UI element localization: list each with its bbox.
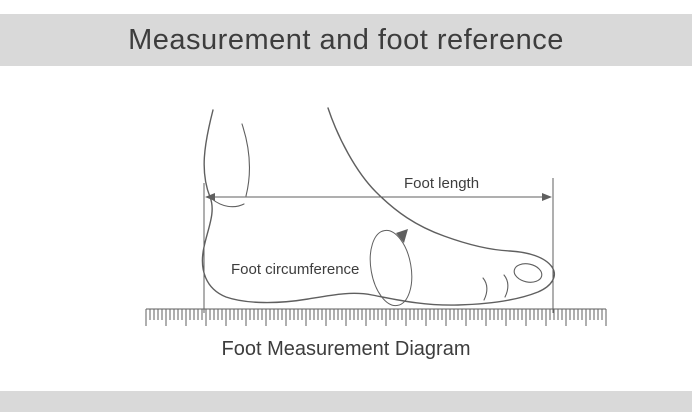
diagram-caption: Foot Measurement Diagram <box>221 338 471 360</box>
foot-circumference-label: Foot circumference <box>231 261 360 278</box>
toenail <box>513 263 543 283</box>
ruler-ticks <box>145 309 607 326</box>
foot-length-label: Foot length <box>404 175 480 192</box>
toe-line-2 <box>482 277 488 301</box>
header-banner: Measurement and foot reference <box>0 14 692 66</box>
circumference-arrow <box>396 229 408 243</box>
toe-line-1 <box>503 274 509 298</box>
heel-crease-line <box>211 198 245 208</box>
page-title: Measurement and foot reference <box>128 23 564 56</box>
ruler <box>145 308 607 326</box>
foot-drawing <box>145 107 607 326</box>
foot-measurement-diagram: Foot length Foot circumference <box>0 66 692 371</box>
circumference-ellipse <box>369 229 413 307</box>
footer-band <box>0 391 692 412</box>
ankle-line <box>241 123 250 197</box>
foot-length-arrow-right <box>542 193 552 201</box>
foot-length-arrow-left <box>205 193 215 201</box>
